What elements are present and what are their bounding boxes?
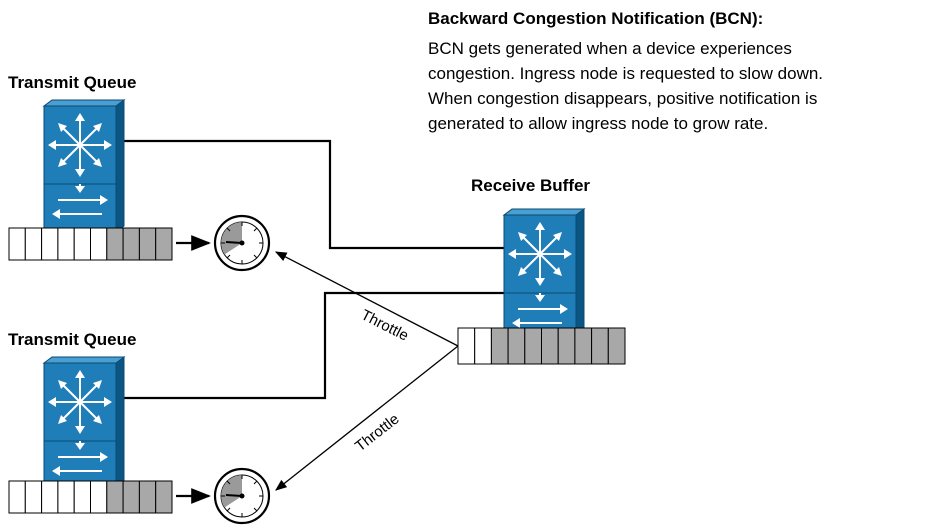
queue-cell bbox=[90, 480, 108, 514]
top-switch-icon bbox=[43, 99, 125, 233]
queue-cell bbox=[41, 480, 59, 514]
queue-cell bbox=[541, 327, 559, 365]
transmit-queue-top-label: Transmit Queue bbox=[8, 73, 136, 92]
queue-cell bbox=[8, 227, 26, 261]
transmit-queue-bottom-label: Transmit Queue bbox=[8, 330, 136, 349]
throttle-arrow-bottom bbox=[275, 345, 459, 491]
queue-cell bbox=[138, 227, 157, 261]
queue-cell bbox=[57, 227, 75, 261]
queue-cell bbox=[106, 227, 124, 261]
queue-cell bbox=[474, 327, 492, 365]
queue-cell bbox=[90, 227, 108, 261]
queue-cell bbox=[73, 480, 91, 514]
transmit-queue-bottom bbox=[8, 480, 173, 514]
queue-cell bbox=[24, 227, 43, 261]
queue-cell bbox=[106, 480, 124, 514]
queue-cell bbox=[138, 480, 157, 514]
receive-switch-icon bbox=[503, 208, 585, 342]
queue-cell bbox=[591, 327, 609, 365]
queue-cell bbox=[524, 327, 542, 365]
queue-cell bbox=[507, 327, 526, 365]
queue-cell bbox=[574, 327, 593, 365]
throttle-arrow-top bbox=[274, 251, 459, 347]
bcn-line-4: generated to allow ingress node to grow … bbox=[428, 114, 768, 133]
meter-dial-icon-bottom bbox=[213, 467, 271, 525]
queue-cell bbox=[57, 480, 75, 514]
queue-cell bbox=[122, 227, 140, 261]
receive-buffer-queue bbox=[457, 327, 626, 365]
throttle-label-bottom: Throttle bbox=[352, 410, 403, 455]
bcn-title: Backward Congestion Notification (BCN): bbox=[428, 9, 763, 28]
queue-cell bbox=[24, 480, 43, 514]
queue-cell bbox=[607, 327, 626, 365]
receive-buffer-label: Receive Buffer bbox=[471, 176, 590, 195]
link-bottom-switch-to-receive bbox=[124, 291, 504, 400]
queue-cell bbox=[457, 327, 476, 365]
queue-cell bbox=[8, 480, 26, 514]
meter-dial-icon-top bbox=[213, 214, 271, 272]
link-top-switch-to-receive bbox=[124, 139, 504, 250]
queue-cell bbox=[557, 327, 576, 365]
bcn-line-2: congestion. Ingress node is requested to… bbox=[428, 64, 823, 83]
transmit-queue-top bbox=[8, 227, 173, 261]
throttle-label-top: Throttle bbox=[358, 306, 411, 344]
queue-cell bbox=[122, 480, 140, 514]
bottom-switch-icon bbox=[43, 356, 125, 490]
bcn-line-1: BCN gets generated when a device experie… bbox=[428, 39, 792, 58]
bcn-line-3: When congestion disappears, positive not… bbox=[428, 89, 817, 108]
queue-cell bbox=[73, 227, 91, 261]
queue-cell bbox=[155, 227, 173, 261]
queue-cell bbox=[155, 480, 173, 514]
queue-cell bbox=[490, 327, 509, 365]
queue-cell bbox=[41, 227, 59, 261]
